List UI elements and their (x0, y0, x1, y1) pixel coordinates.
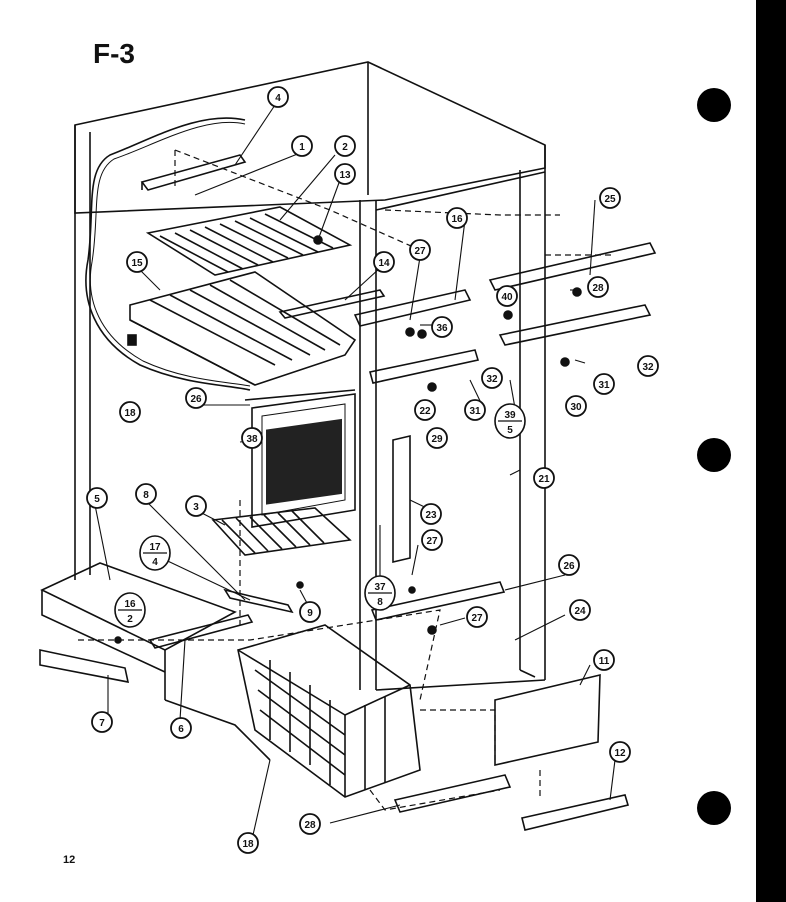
callout-label: 24 (574, 606, 586, 617)
rail-26 (370, 581, 506, 621)
callout-label: 40 (501, 292, 513, 303)
callout-label: 4 (275, 93, 281, 104)
wire-basket (237, 624, 421, 798)
callout-label: 22 (419, 406, 431, 417)
callout-label: 29 (431, 434, 443, 445)
kick-plate (494, 673, 601, 766)
front-grille-panel (39, 649, 130, 684)
callout-label: 14 (378, 258, 390, 269)
callout-label: 27 (471, 613, 483, 624)
page-number: 12 (63, 854, 76, 866)
fraction-bottom: 4 (152, 557, 158, 568)
bottom-rail (393, 774, 512, 813)
toe-plate (521, 794, 630, 831)
callout-label: 25 (604, 194, 616, 205)
callout-label: 15 (131, 258, 143, 269)
gasket-tubing (85, 117, 251, 391)
callout-label: 11 (599, 656, 610, 667)
assembly-guides (78, 149, 612, 811)
fraction-top: 16 (124, 599, 136, 610)
rail-32-right (498, 304, 652, 346)
callout-label: 12 (614, 748, 626, 759)
top-rail (140, 154, 247, 191)
fraction-top: 39 (504, 410, 516, 421)
fraction-top: 17 (149, 542, 161, 553)
callout-label: 18 (124, 408, 136, 419)
callout-label: 5 (94, 494, 100, 505)
punch-hole (697, 88, 731, 122)
callout-label: 31 (598, 380, 610, 391)
callout-label: 1 (299, 142, 305, 153)
fraction-bottom: 2 (127, 614, 133, 625)
callout-label: 26 (190, 394, 202, 405)
punch-hole (697, 791, 731, 825)
fraction-bottom: 5 (507, 425, 513, 436)
callout-label: 9 (307, 608, 313, 619)
callout-label: 28 (304, 820, 316, 831)
wire-shelf-upper (145, 206, 353, 276)
callout-label: 13 (339, 170, 351, 181)
callout-label: 2 (342, 142, 348, 153)
callout-label: 26 (563, 561, 575, 572)
callout-label: 27 (414, 246, 426, 257)
small-components (114, 235, 582, 644)
callout-label: 31 (469, 406, 481, 417)
callout-label: 30 (570, 402, 582, 413)
callout-label: 3 (193, 502, 199, 513)
rail-24 (488, 242, 657, 291)
fraction-bottom: 8 (377, 597, 383, 608)
callout-label: 6 (178, 724, 184, 735)
callout-label: 18 (242, 839, 254, 850)
callout-circle (267, 86, 289, 108)
callout-label: 8 (143, 490, 149, 501)
wire-shelf-lower (211, 507, 352, 556)
dispenser-panel (244, 389, 356, 528)
callout-label: 27 (426, 536, 438, 547)
callout-label: 32 (642, 362, 654, 373)
callout-label: 38 (246, 434, 258, 445)
freezer-floor (39, 562, 271, 761)
callout-label: 21 (538, 474, 550, 485)
rail-16 (353, 289, 472, 327)
page-title: F-3 (93, 38, 135, 69)
callout-label: 32 (486, 374, 498, 385)
callout-label: 23 (425, 510, 437, 521)
trim-strip (392, 434, 411, 564)
binding-strip (756, 0, 786, 902)
callout-label: 36 (436, 323, 448, 334)
callout-label: 7 (99, 718, 105, 729)
callout-label: 28 (592, 283, 604, 294)
callout-label: 16 (451, 214, 463, 225)
rail-32-left (369, 349, 480, 384)
fraction-top: 37 (374, 582, 386, 593)
cabinet-outline (74, 61, 546, 691)
punch-hole (697, 438, 731, 472)
freezer-shelf (129, 271, 357, 386)
